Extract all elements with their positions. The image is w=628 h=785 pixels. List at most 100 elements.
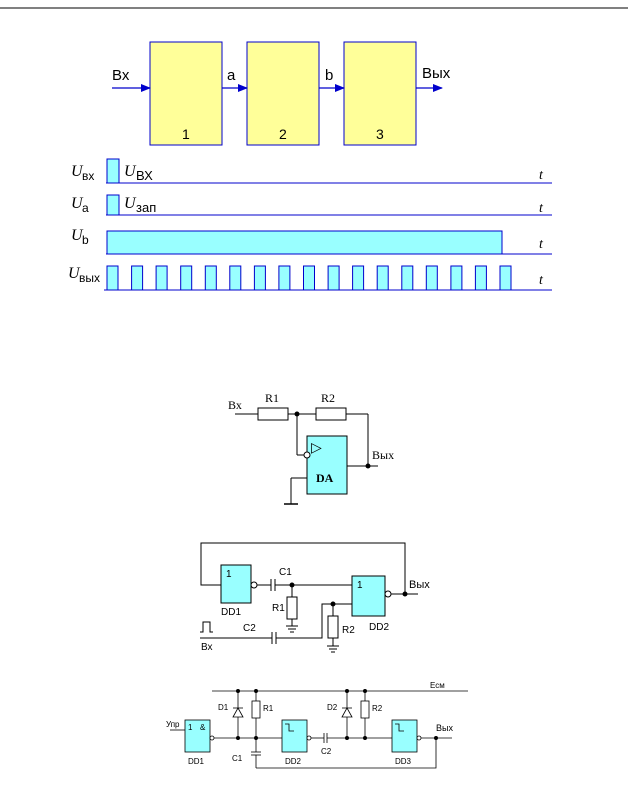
gate-dd3-hysteresis-icon [395, 723, 404, 732]
chain-control-label: Упр [166, 720, 180, 729]
gate-output-label: Вых [409, 579, 430, 591]
row-2-annotation-u: U [124, 195, 137, 212]
opamp-output-label: Вых [372, 448, 394, 462]
row-3-axis-sub: b [82, 233, 89, 247]
gate-dd2 [281, 719, 308, 753]
chain-d1-label: D1 [218, 703, 229, 712]
resistor-r1 [286, 596, 298, 620]
output-pulse [180, 265, 193, 291]
chain-supply-label: Есм [430, 681, 445, 690]
junction-r1-r2 [294, 411, 300, 417]
gate-dd3 [391, 719, 418, 753]
row-1-axis-sub: вх [82, 169, 94, 183]
chain-c2-label: C2 [321, 747, 332, 756]
chain-d2-label: D2 [327, 703, 338, 712]
block-1-number: 1 [182, 126, 190, 142]
link-a-label: a [227, 67, 236, 84]
chain-output-label: Вых [436, 723, 453, 733]
output-pulse [401, 265, 414, 291]
output-pulse-train [106, 265, 512, 291]
row-2-axis-u: U [71, 195, 84, 212]
row-1-axis-u: U [71, 163, 84, 180]
gate-dd2-mark: 1 [357, 580, 363, 591]
opamp-triangle-icon: ▷ [311, 439, 322, 455]
resistor-r1 [257, 407, 289, 421]
row-2-annotation-sub: зап [136, 200, 156, 215]
output-pulse [229, 265, 242, 291]
opamp-da-label: DA [316, 471, 334, 485]
input-label: Вх [112, 67, 130, 84]
gate-dd1-inverter-bubble [250, 581, 258, 589]
output-pulse [278, 265, 291, 291]
chain-dd1-mark2: & [200, 723, 206, 732]
output-pulse [155, 265, 168, 291]
row-3-time-label: t [539, 237, 544, 252]
chain-dd1-label: DD1 [188, 757, 205, 766]
output-label: Вых [422, 65, 451, 82]
block-1 [149, 41, 223, 146]
opamp-circuit [235, 407, 378, 505]
output-pulse [425, 265, 438, 291]
gate-dd1-output-bubble [209, 735, 215, 741]
output-pulse [376, 265, 389, 291]
gate-dd1 [184, 719, 211, 753]
gate-r2-label: R2 [342, 625, 355, 636]
block-diagram: Вх a b Вых 1 2 3 [112, 41, 451, 146]
gate-dd2-label: DD2 [369, 622, 389, 633]
resistor-r1 [251, 700, 261, 719]
row-1-pulse [106, 158, 120, 184]
resistor-r2 [360, 700, 370, 719]
opamp-r2-label: R2 [321, 391, 335, 405]
output-pulse [474, 265, 487, 291]
gate-dd2 [351, 575, 386, 617]
gate-c1-label: C1 [279, 567, 292, 578]
input-pulse-icon [200, 621, 213, 633]
chain-dd3-label: DD3 [395, 757, 412, 766]
chain-circuit [170, 689, 468, 769]
row-2-time-label: t [539, 201, 544, 216]
junction-output [365, 463, 371, 469]
row-1-time-label: t [539, 168, 544, 183]
row-1-annotation-sub: ВХ [136, 168, 153, 183]
row-4-time-label: t [539, 273, 544, 288]
output-pulse [253, 265, 266, 291]
resistor-r2 [315, 407, 347, 421]
resistor-r2 [327, 615, 339, 639]
opamp-r1-label: R1 [265, 391, 279, 405]
gate-dd1-mark: 1 [226, 569, 232, 580]
output-pulse [450, 265, 463, 291]
opamp-input-label: Вх [228, 398, 242, 412]
gate-r1-label: R1 [272, 603, 285, 614]
chain-r2-label: R2 [372, 704, 383, 713]
gate-dd2-hysteresis-icon [285, 723, 294, 732]
diode-d1 [232, 707, 244, 718]
row-2-axis-sub: a [82, 201, 89, 215]
block-3 [343, 41, 417, 146]
output-pulse [303, 265, 315, 291]
block-2 [246, 41, 320, 146]
opamp-inverting-input [303, 451, 311, 459]
gate-dd2-output-bubble [384, 590, 392, 598]
gate-dd3-output-bubble [416, 735, 422, 741]
timing-diagram: U вх U ВХ t U a U зап t U b t U вых t [68, 158, 552, 291]
output-pulse [131, 265, 144, 291]
chain-dd1-mark: 1 [188, 723, 193, 732]
row-3-pulse [106, 230, 503, 255]
gate-dd2-output-bubble [306, 735, 312, 741]
gate-circuit [200, 542, 418, 653]
output-pulse [204, 265, 217, 291]
chain-c1-label: C1 [232, 754, 243, 763]
output-pulse [352, 265, 365, 291]
row-1-annotation-u: U [124, 163, 137, 180]
gate-c2-label: C2 [243, 623, 256, 634]
block-2-number: 2 [279, 126, 287, 142]
chain-dd2-label: DD2 [285, 757, 302, 766]
chain-r1-label: R1 [263, 704, 274, 713]
gate-dd1-label: DD1 [221, 607, 241, 618]
output-pulse [499, 265, 512, 291]
output-pulse [106, 265, 119, 291]
opamp-da [306, 435, 348, 495]
gate-dd1 [220, 564, 252, 604]
output-pulse [327, 265, 340, 291]
